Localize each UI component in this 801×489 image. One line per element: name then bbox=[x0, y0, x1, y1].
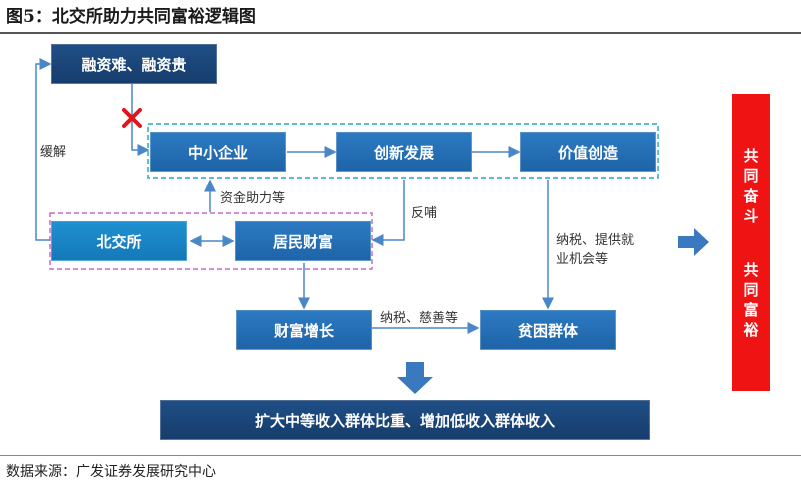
goal-char: 富 bbox=[743, 300, 759, 319]
label-tax-jobs-1: 纳税、提供就 bbox=[556, 233, 635, 248]
label-capital-support: 资金助力等 bbox=[220, 191, 286, 206]
box-bse: 北交所 bbox=[51, 221, 187, 261]
box-innovation: 创新发展 bbox=[336, 132, 472, 172]
goal-char: 共 bbox=[743, 260, 759, 279]
box-sme: 中小企业 bbox=[150, 132, 286, 172]
residents-group-frame bbox=[49, 212, 373, 270]
goal-char: 同 bbox=[743, 280, 759, 299]
bottom-rule bbox=[0, 455, 801, 456]
goal-char: 裕 bbox=[743, 320, 759, 339]
goal-char: 斗 bbox=[743, 206, 759, 225]
top-rule bbox=[0, 32, 801, 34]
source-note: 数据来源：广发证券发展研究中心 bbox=[6, 464, 216, 480]
figure-title: 图5：北交所助力共同富裕逻辑图 bbox=[6, 7, 256, 27]
box-poor: 贫困群体 bbox=[480, 310, 616, 350]
label-feedback: 反哺 bbox=[411, 206, 438, 221]
box-wealth-growth: 财富增长 bbox=[236, 310, 372, 350]
goal-char: 共 bbox=[743, 146, 759, 165]
box-financing: 融资难、融资贵 bbox=[51, 44, 217, 84]
box-residents: 居民财富 bbox=[235, 221, 371, 261]
arrow-feedback bbox=[371, 180, 405, 246]
arrow-bse-to-financing bbox=[35, 58, 52, 241]
label-tax-charity: 纳税、慈善等 bbox=[380, 311, 459, 326]
label-tax-jobs-2: 业机会等 bbox=[556, 252, 609, 267]
goal-part-2: 共 同 富 裕 bbox=[743, 260, 758, 340]
box-bottom-goal: 扩大中等收入群体比重、增加低收入群体收入 bbox=[160, 400, 650, 440]
goal-part-1: 共 同 奋 斗 bbox=[743, 146, 758, 226]
goal-char: 奋 bbox=[743, 186, 759, 205]
goal-bar: 共 同 奋 斗 共 同 富 裕 bbox=[732, 94, 770, 391]
goal-char: 同 bbox=[743, 166, 759, 185]
blocked-cross-icon bbox=[122, 108, 142, 128]
arrow-financing-to-sme bbox=[131, 84, 150, 156]
big-down-arrow bbox=[397, 362, 433, 394]
big-right-arrow bbox=[678, 228, 709, 256]
box-value: 价值创造 bbox=[520, 132, 656, 172]
label-ease: 缓解 bbox=[40, 145, 67, 160]
